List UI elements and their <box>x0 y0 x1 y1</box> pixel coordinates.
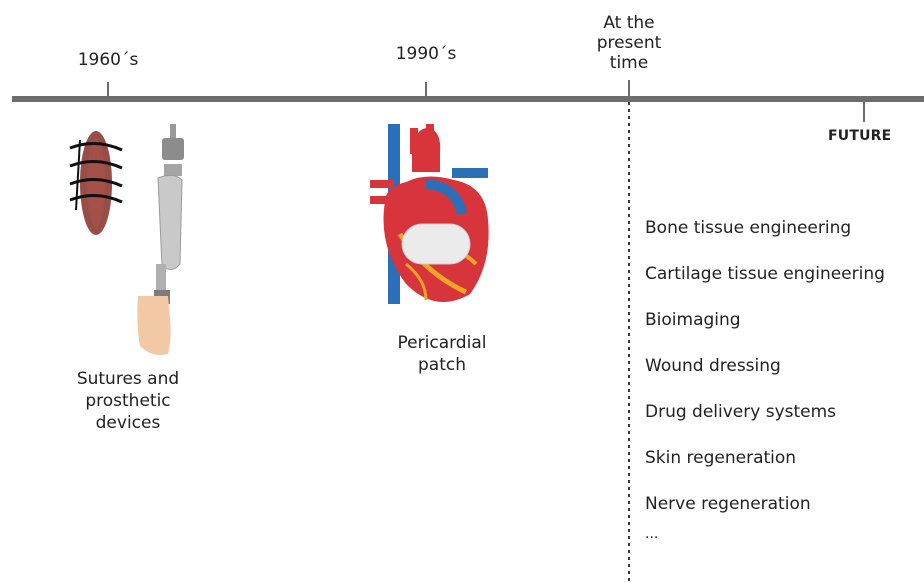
patch-icon <box>402 224 470 264</box>
heart-icon <box>366 124 496 314</box>
prosthetic-leg-icon <box>132 124 192 359</box>
list-item: Bone tissue engineering <box>645 218 851 238</box>
caption-1960s: Sutures and prosthetic devices <box>48 368 208 434</box>
label-present-line-2: present <box>579 33 679 53</box>
list-item: ... <box>645 526 658 542</box>
caption-1990s-line-2: patch <box>362 354 522 376</box>
caption-1990s: Pericardial patch <box>362 332 522 376</box>
label-future: FUTURE <box>828 128 891 144</box>
label-present-line-1: At the <box>579 13 679 33</box>
caption-1960s-line-1: Sutures and <box>48 368 208 390</box>
label-present-line-3: time <box>579 53 679 73</box>
caption-1960s-line-2: prosthetic <box>48 390 208 412</box>
list-item: Wound dressing <box>645 356 781 376</box>
caption-1990s-line-1: Pericardial <box>362 332 522 354</box>
suture-tissue-icon <box>66 130 126 250</box>
label-1960s: 1960´s <box>58 50 158 70</box>
list-item: Bioimaging <box>645 310 741 330</box>
caption-1960s-line-3: devices <box>48 412 208 434</box>
list-item: Nerve regeneration <box>645 494 811 514</box>
list-item: Cartilage tissue engineering <box>645 264 885 284</box>
label-1990s: 1990´s <box>376 44 476 64</box>
label-present: At the present time <box>579 13 679 73</box>
list-item: Drug delivery systems <box>645 402 836 422</box>
list-item: Skin regeneration <box>645 448 796 468</box>
